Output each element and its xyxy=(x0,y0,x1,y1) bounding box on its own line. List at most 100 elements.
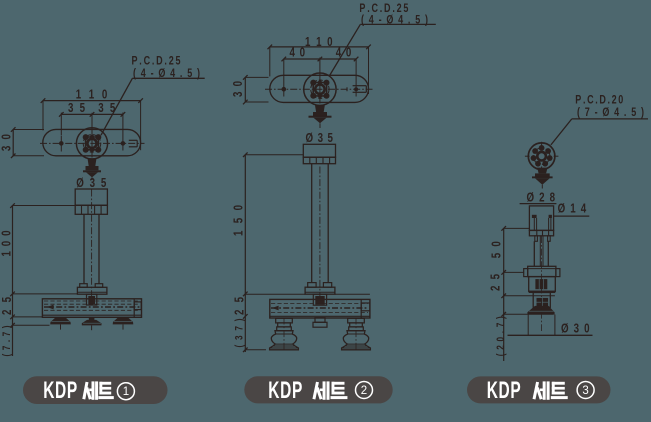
svg-text:.: . xyxy=(367,2,370,16)
svg-text:1: 1 xyxy=(76,88,82,102)
svg-text:1: 1 xyxy=(305,36,311,50)
svg-text:(: ( xyxy=(234,344,246,347)
svg-text:3: 3 xyxy=(318,132,323,146)
svg-text:Ø: Ø xyxy=(558,202,566,216)
svg-text:): ) xyxy=(234,318,246,321)
svg-text:5: 5 xyxy=(101,177,107,191)
svg-text:8: 8 xyxy=(550,191,556,205)
svg-text:KDP: KDP xyxy=(43,378,78,404)
svg-text:3: 3 xyxy=(90,177,95,191)
svg-text:3: 3 xyxy=(574,322,579,336)
svg-text:4: 4 xyxy=(336,46,342,60)
svg-text:1: 1 xyxy=(570,202,576,216)
svg-text:-: - xyxy=(151,67,154,81)
svg-text:): ) xyxy=(425,13,428,27)
svg-text:5: 5 xyxy=(1,296,15,302)
svg-text:1: 1 xyxy=(233,230,247,236)
svg-text:2: 2 xyxy=(169,54,174,68)
svg-text:P: P xyxy=(575,93,581,107)
svg-text:1: 1 xyxy=(123,386,129,398)
svg-text:7: 7 xyxy=(585,106,590,120)
svg-text:Ø: Ø xyxy=(602,106,609,120)
svg-text:7: 7 xyxy=(1,346,13,351)
svg-text:0: 0 xyxy=(495,337,507,342)
svg-text:D: D xyxy=(599,93,606,107)
svg-text:4: 4 xyxy=(141,67,146,81)
svg-text:Ø: Ø xyxy=(386,13,393,27)
svg-text:D: D xyxy=(156,54,163,68)
svg-text:0: 0 xyxy=(0,241,14,246)
svg-text:.: . xyxy=(408,13,411,27)
svg-text:4: 4 xyxy=(290,46,296,60)
svg-text:.: . xyxy=(495,331,507,334)
svg-text:.: . xyxy=(164,54,167,68)
svg-text:7: 7 xyxy=(234,326,246,331)
svg-text:.: . xyxy=(595,93,598,107)
svg-text:5: 5 xyxy=(80,102,86,116)
svg-text:0: 0 xyxy=(232,81,246,86)
svg-text:4: 4 xyxy=(170,67,175,81)
svg-text:0: 0 xyxy=(0,231,14,236)
svg-text:4: 4 xyxy=(398,13,403,27)
svg-text:0: 0 xyxy=(618,93,623,107)
svg-text:(: ( xyxy=(133,67,136,81)
svg-text:(: ( xyxy=(495,353,507,356)
svg-text:C: C xyxy=(371,2,378,16)
svg-text:KDP: KDP xyxy=(487,378,522,404)
svg-text:5: 5 xyxy=(403,2,408,16)
svg-text:Ø: Ø xyxy=(527,191,535,205)
svg-text:2: 2 xyxy=(539,191,544,205)
svg-text:2: 2 xyxy=(1,310,15,315)
svg-text:.: . xyxy=(392,2,395,16)
svg-text:): ) xyxy=(1,325,13,328)
svg-text:5: 5 xyxy=(233,217,247,223)
svg-text:Ø: Ø xyxy=(561,322,569,336)
svg-text:Ø: Ø xyxy=(76,177,84,191)
svg-text:C: C xyxy=(144,54,151,68)
svg-text:0: 0 xyxy=(490,241,504,246)
svg-text:7: 7 xyxy=(1,332,13,337)
svg-text:5: 5 xyxy=(328,132,334,146)
svg-text:3: 3 xyxy=(232,92,246,97)
svg-text:5: 5 xyxy=(489,273,503,279)
svg-text:4: 4 xyxy=(614,106,619,120)
svg-text:1: 1 xyxy=(316,36,322,50)
svg-text:5: 5 xyxy=(187,67,192,81)
svg-text:P: P xyxy=(359,2,365,16)
svg-text:.: . xyxy=(180,67,183,81)
svg-text:0: 0 xyxy=(327,36,332,50)
svg-text:2: 2 xyxy=(489,286,503,291)
svg-text:5: 5 xyxy=(110,102,116,116)
svg-text:0: 0 xyxy=(102,88,107,102)
svg-text:3: 3 xyxy=(234,335,246,340)
svg-text:.: . xyxy=(139,54,142,68)
svg-text:0: 0 xyxy=(233,205,247,210)
svg-text:5: 5 xyxy=(490,252,504,258)
svg-text:): ) xyxy=(197,67,200,81)
svg-text:KDP: KDP xyxy=(268,378,303,404)
svg-text:(: ( xyxy=(1,353,13,356)
svg-text:2: 2 xyxy=(612,93,617,107)
svg-text:5: 5 xyxy=(176,54,181,68)
svg-text:3: 3 xyxy=(582,385,588,397)
svg-text:3: 3 xyxy=(98,102,103,116)
svg-text:(: ( xyxy=(361,13,364,27)
svg-text:2: 2 xyxy=(233,310,247,315)
svg-text:(: ( xyxy=(577,106,580,120)
svg-text:Ø: Ø xyxy=(305,132,313,146)
svg-text:0: 0 xyxy=(584,322,589,336)
svg-text:7: 7 xyxy=(495,323,507,328)
svg-text:2: 2 xyxy=(397,2,402,16)
svg-text:): ) xyxy=(495,316,507,319)
svg-text:): ) xyxy=(641,106,644,120)
svg-text:-: - xyxy=(379,13,382,27)
svg-text:.: . xyxy=(152,54,155,68)
svg-text:5: 5 xyxy=(415,13,420,27)
svg-text:0: 0 xyxy=(300,46,305,60)
svg-text:.: . xyxy=(583,93,586,107)
svg-text:1: 1 xyxy=(0,251,14,257)
svg-text:5: 5 xyxy=(233,296,247,302)
svg-text:Ø: Ø xyxy=(158,67,165,81)
svg-text:3: 3 xyxy=(0,146,14,151)
svg-text:1: 1 xyxy=(89,88,95,102)
